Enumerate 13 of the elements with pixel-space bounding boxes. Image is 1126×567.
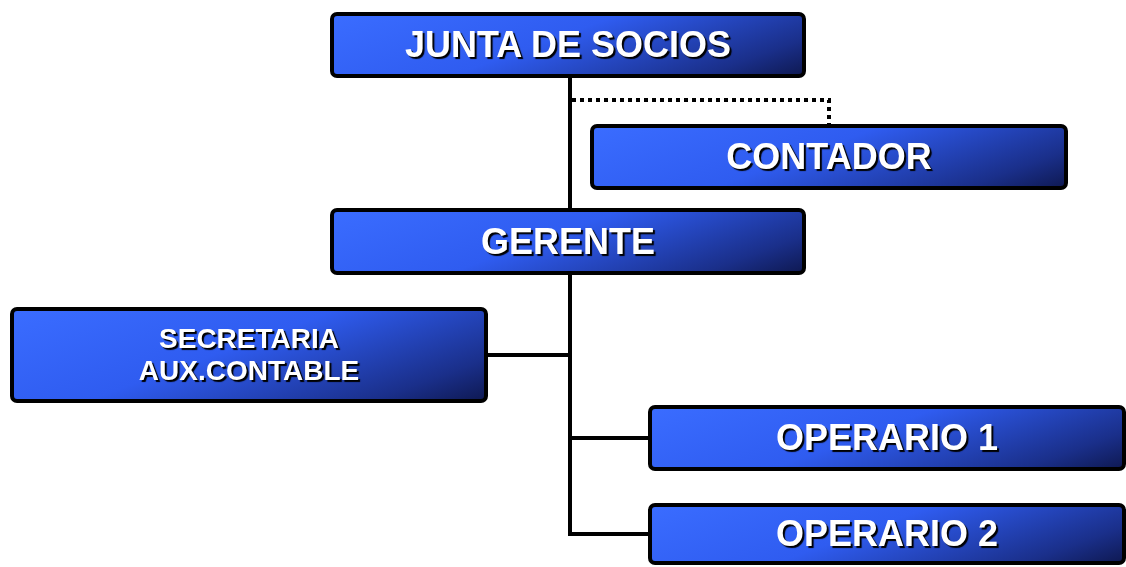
position-title: SECRETARIA AUX.CONTABLE [137, 322, 361, 388]
position-title: OPERARIO 1 [775, 417, 998, 459]
org-box [330, 208, 806, 275]
position-title: OPERARIO 2 [775, 513, 998, 555]
org-box [590, 124, 1068, 190]
dotted-connector [568, 78, 831, 124]
position-title: CONTADOR [726, 136, 932, 178]
org-box [648, 503, 1126, 565]
position-title: JUNTA DE SOCIOS [404, 24, 731, 66]
org-box [648, 405, 1126, 471]
org-box [330, 12, 806, 78]
org-box [10, 307, 488, 403]
position-title: GERENTE [481, 220, 655, 263]
